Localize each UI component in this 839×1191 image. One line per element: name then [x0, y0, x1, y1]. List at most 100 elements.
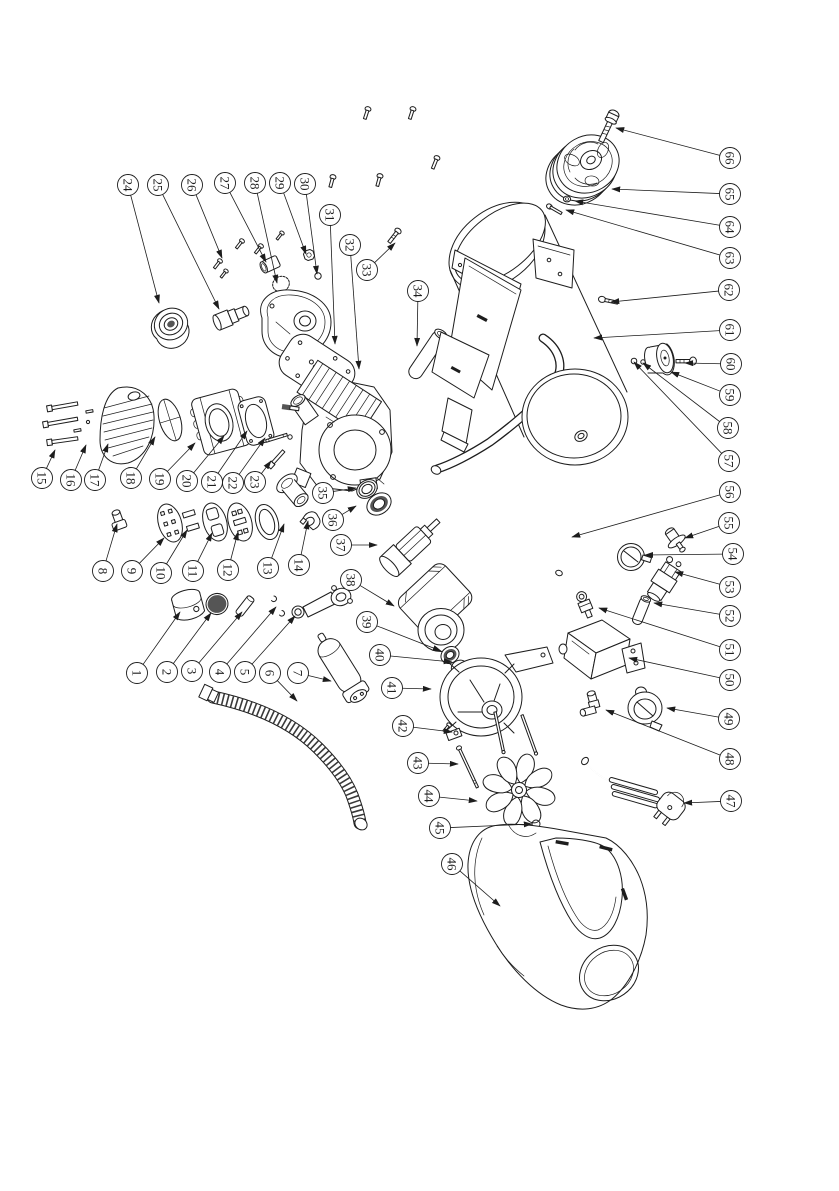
balloon-16: 16	[60, 444, 87, 491]
balloon-number-9: 9	[125, 568, 140, 575]
balloon-number-15: 15	[35, 472, 50, 485]
leader-line-41	[402, 685, 432, 692]
end-bell	[439, 646, 554, 742]
leader-line-1	[142, 611, 181, 665]
balloon-58: 58	[642, 362, 739, 439]
piston-pin-3	[235, 595, 255, 617]
balloon-circle-23	[244, 471, 266, 493]
balloon-15: 15	[31, 449, 56, 489]
balloon-circle-36	[322, 509, 344, 531]
balloon-number-38: 38	[344, 574, 359, 587]
balloon-circle-33	[356, 259, 378, 281]
leader-line-18	[135, 436, 156, 470]
leader-line-19	[167, 442, 196, 472]
balloon-circle-10	[150, 562, 172, 584]
head-bolts	[42, 401, 94, 447]
balloon-51: 51	[598, 607, 741, 661]
balloon-number-28: 28	[248, 177, 263, 190]
balloon-number-48: 48	[723, 753, 738, 766]
leader-line-48	[605, 709, 721, 756]
tank-drain-boss	[574, 430, 588, 442]
balloon-number-39: 39	[360, 616, 375, 629]
balloon-47: 47	[683, 790, 742, 812]
balloon-circle-39	[356, 611, 378, 633]
balloon-number-46: 46	[445, 858, 460, 872]
balloon-number-40: 40	[373, 649, 388, 662]
balloon-13: 13	[257, 523, 285, 579]
clamp-14	[299, 511, 321, 531]
balloon-30: 30	[294, 173, 319, 275]
leader-line-55	[684, 526, 720, 539]
leader-line-42	[413, 726, 453, 734]
balloon-circle-63	[719, 247, 741, 269]
pressure-gauge-54	[617, 543, 653, 571]
balloon-8: 8	[92, 523, 118, 582]
balloon-59: 59	[670, 371, 741, 406]
balloon-circle-4	[209, 661, 231, 683]
pulley-set-screw	[546, 203, 563, 216]
balloon-number-61: 61	[723, 324, 738, 337]
elbow-48	[579, 690, 601, 717]
pin-clips-4	[271, 595, 285, 617]
balloon-circle-9	[121, 560, 143, 582]
balloon-50: 50	[628, 656, 741, 691]
leader-line-63	[565, 209, 721, 256]
balloon-number-47: 47	[724, 795, 739, 809]
balloon-circle-6	[259, 662, 281, 684]
balloon-number-12: 12	[221, 564, 236, 577]
leader-line-22	[238, 437, 266, 475]
balloon-circle-66	[719, 147, 741, 169]
balloon-circle-18	[120, 467, 142, 489]
long-screw	[455, 745, 480, 789]
balloon-circle-52	[719, 605, 741, 627]
balloon-19: 19	[149, 442, 196, 490]
leader-line-10	[166, 529, 188, 565]
leader-line-16	[74, 444, 87, 471]
balloon-number-60: 60	[724, 358, 739, 371]
balloon-circle-20	[176, 470, 198, 492]
balloon-number-64: 64	[723, 221, 738, 235]
balloon-circle-50	[719, 669, 741, 691]
balloon-46: 46	[441, 853, 501, 907]
leader-line-45	[450, 821, 533, 828]
leader-line-59	[670, 371, 721, 392]
leader-line-49	[666, 706, 719, 718]
valve-plate-9	[157, 503, 183, 543]
balloon-number-4: 4	[213, 669, 228, 676]
balloon-21: 21	[201, 430, 248, 493]
leader-line-28	[256, 193, 279, 284]
balloon-circle-51	[719, 639, 741, 661]
balloon-11: 11	[182, 532, 213, 582]
balloon-circle-47	[720, 790, 742, 812]
balloon-36: 36	[322, 505, 357, 531]
balloon-number-8: 8	[96, 568, 111, 575]
end-bell-screws	[442, 711, 539, 789]
balloon-number-41: 41	[385, 682, 400, 695]
leader-line-6	[277, 680, 298, 702]
balloon-12: 12	[217, 531, 239, 581]
balloon-number-33: 33	[360, 264, 375, 277]
leader-line-25	[162, 194, 220, 310]
piston-ring-2	[205, 592, 229, 616]
leader-line-58	[642, 362, 720, 422]
balloon-circle-19	[149, 468, 171, 490]
leader-line-33	[374, 242, 396, 263]
balloon-23: 23	[244, 460, 272, 493]
leader-line-62	[610, 290, 719, 305]
balloon-53: 53	[674, 571, 741, 598]
balloon-number-14: 14	[292, 559, 307, 573]
tank-assembly	[408, 201, 629, 475]
crankcase-screw-33	[387, 227, 402, 244]
leader-line-11	[197, 532, 213, 562]
balloon-37: 37	[330, 534, 378, 556]
balloon-circle-14	[288, 554, 310, 576]
leader-line-29	[283, 192, 307, 255]
balloon-17: 17	[84, 443, 109, 491]
balloon-circle-8	[92, 560, 114, 582]
balloon-circle-37	[330, 534, 352, 556]
balloon-48: 48	[605, 709, 741, 770]
leader-line-35	[333, 486, 357, 493]
cooling-fan	[482, 753, 556, 827]
balloon-55: 55	[684, 512, 740, 539]
